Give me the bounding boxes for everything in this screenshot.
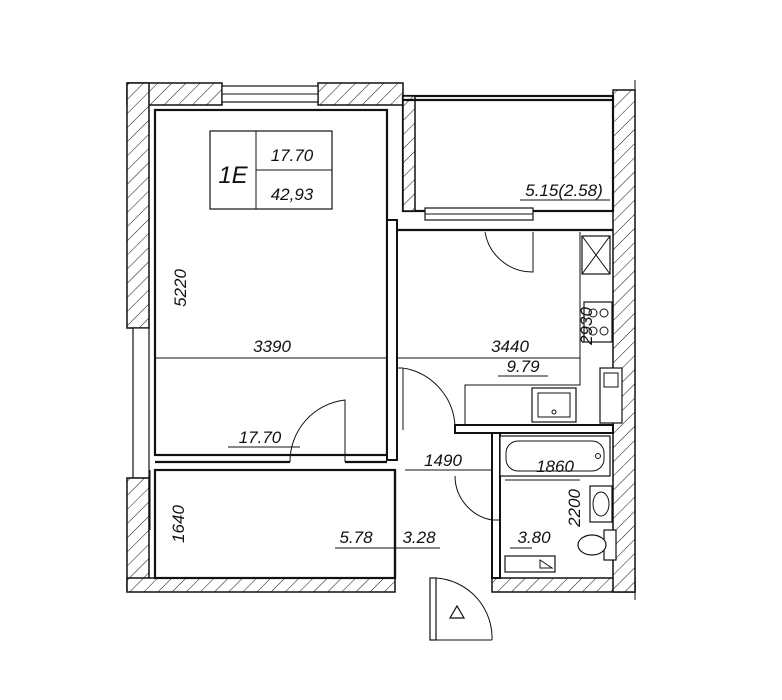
exterior-walls: [126, 80, 636, 600]
dim-living-length: 5220: [171, 269, 190, 307]
entrance-arrow-icon: [448, 604, 466, 619]
dim-corridor-width: 1490: [424, 451, 462, 470]
dim-hall-length: 1640: [169, 505, 188, 543]
sink-icon: [531, 387, 577, 423]
balcony: [401, 94, 615, 221]
bathroom-fixtures: [499, 435, 617, 573]
labels: 5220 3390 17.70 3440 9.79 2930 5.15(2.58…: [169, 181, 603, 547]
corridor-area: 3.28: [402, 528, 436, 547]
dim-bath-length: 2200: [565, 489, 584, 528]
dim-bath-width: 1860: [536, 457, 574, 476]
doors: [289, 231, 534, 641]
apartment-code: 1E: [218, 162, 248, 189]
interior-walls: [153, 108, 614, 580]
washing-machine-icon: [504, 555, 556, 573]
total-area-value: 42,93: [271, 185, 314, 204]
apartment-info-box: 1E 17.70 42,93: [209, 130, 333, 210]
kitchen-area: 9.79: [506, 357, 540, 376]
bathtub-icon: [499, 435, 611, 477]
living-room-area: 17.70: [239, 428, 282, 447]
dimension-lines: [149, 199, 610, 549]
dim-living-width: 3390: [253, 337, 291, 356]
dim-kitchen-width: 3440: [491, 337, 529, 356]
kitchen-fixtures: [464, 232, 623, 425]
toilet-icon: [577, 534, 607, 556]
balcony-area: 5.15(2.58): [525, 181, 603, 200]
fridge-icon: [599, 367, 623, 424]
stove-icon: [583, 301, 613, 343]
dim-kitchen-length: 2930: [577, 307, 596, 346]
hallway-area: 5.78: [339, 528, 373, 547]
living-area-value: 17.70: [271, 146, 314, 165]
bathroom-area: 3.80: [517, 528, 551, 547]
